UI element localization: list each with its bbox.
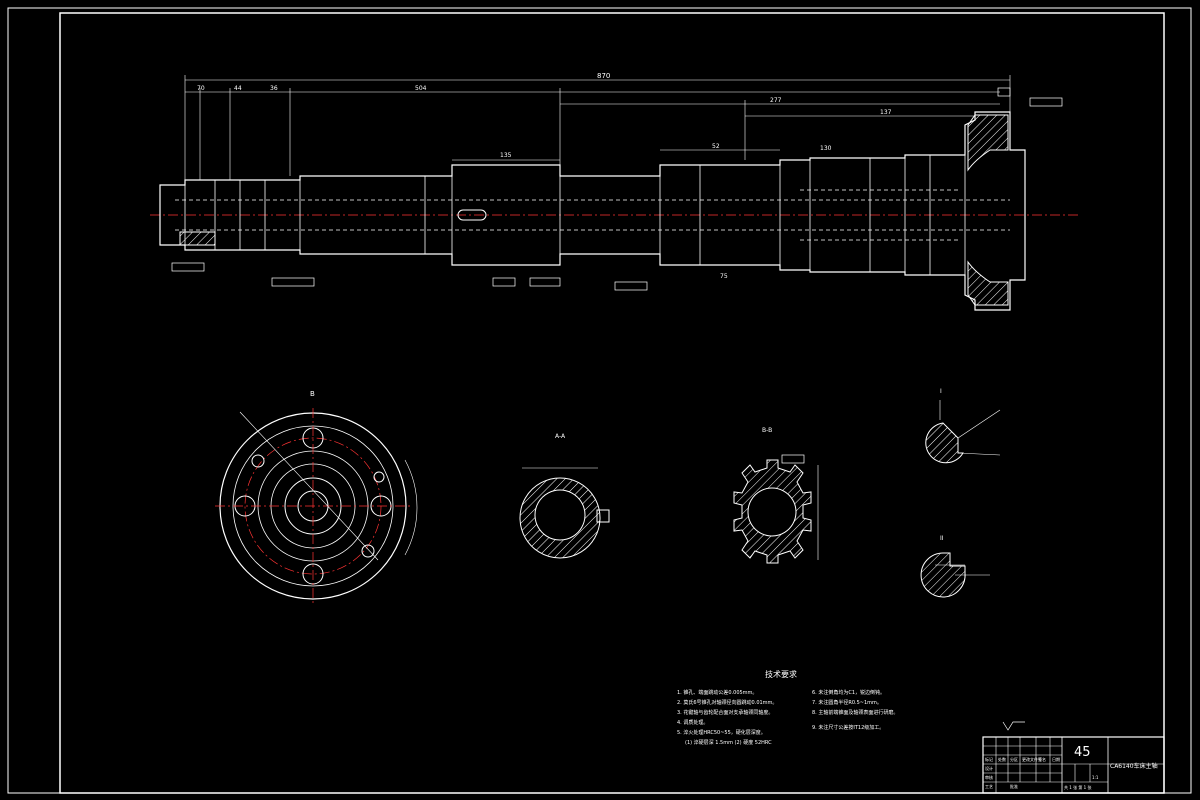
- tech-left-0: 1. 锥孔、端面跳动公差0.005mm。: [677, 689, 757, 696]
- dim-mid-2: 130: [820, 145, 832, 152]
- tech-left-2: 3. 花键轴与齿轮配合面对支承轴颈同轴度。: [677, 709, 773, 716]
- drawing-title: CA6140车床主轴: [1110, 762, 1158, 770]
- flange-section-bottom: [967, 260, 1009, 306]
- material-label: 45: [1074, 745, 1091, 760]
- dim-seg-4: 277: [770, 97, 782, 104]
- tech-left-3: 4. 调质处理。: [677, 719, 708, 726]
- flange-view: B: [215, 390, 418, 604]
- tech-left-4: 5. 淬火处理HRC50~55，硬化层深度。: [677, 729, 766, 736]
- tb-label-2: 分区: [1010, 756, 1018, 762]
- tb-row-3: 批准: [1010, 783, 1018, 789]
- tb-row-2: 工艺: [985, 784, 993, 789]
- tech-right-3: 9. 未注尺寸公差按IT12级加工。: [812, 724, 884, 731]
- tech-requirements: 技术要求 1. 锥孔、端面跳动公差0.005mm。 2. 莫氏6号锥孔对轴颈径向…: [677, 669, 898, 746]
- dim-overall-length: 870: [597, 72, 610, 80]
- tb-label-5: 日期: [1052, 756, 1060, 762]
- dim-seg-5: 137: [880, 109, 892, 116]
- surface-finish-symbol: [1002, 721, 1025, 731]
- tech-left-5: (1) 淬硬层深 1.5mm (2) 硬度 52HRC: [685, 739, 772, 746]
- tb-label-1: 处数: [998, 756, 1006, 762]
- section-a-a: A-A: [519, 433, 610, 559]
- tb-label-0: 标记: [985, 756, 993, 762]
- dim-seg-0: 70: [197, 85, 205, 92]
- tb-row-1: 审核: [985, 774, 993, 780]
- tech-right-0: 6. 未注倒角均为C1，锐边倒钝。: [812, 689, 885, 696]
- section-b-b: B-B: [733, 427, 819, 564]
- dim-mid-3: 75: [720, 273, 728, 280]
- tb-sheet: 共 1 张 第 1 张: [1064, 784, 1091, 790]
- tech-heading: 技术要求: [765, 669, 797, 679]
- keyway-slot: [457, 209, 487, 221]
- tb-scale: 1:1: [1092, 775, 1099, 780]
- tech-right-2: 8. 主轴前端锥面及轴颈表面进行研磨。: [812, 709, 898, 716]
- section-1-label: A-A: [555, 433, 566, 440]
- tb-row-0: 设计: [985, 765, 993, 771]
- section-2-label: B-B: [762, 427, 772, 434]
- detail-ii: II: [920, 535, 990, 598]
- shaft-steps: [184, 125, 966, 295]
- tb-label-3: 更改文件号: [1022, 756, 1042, 762]
- dim-mid-0: 135: [500, 152, 512, 159]
- dim-seg-1: 44: [234, 85, 242, 92]
- end-section-hatch: [179, 231, 216, 246]
- tech-left-1: 2. 莫氏6号锥孔对轴颈径向圆跳动0.01mm。: [677, 699, 777, 706]
- tech-right-1: 7. 未注圆角半径R0.5~1mm。: [812, 699, 882, 706]
- dim-mid-1: 52: [712, 143, 720, 150]
- tb-label-4: 签名: [1038, 756, 1046, 762]
- detail-1-label: I: [940, 388, 942, 395]
- detail-2-label: II: [940, 535, 944, 542]
- tolerance-frames: [171, 87, 1063, 291]
- dim-seg-2: 36: [270, 85, 278, 92]
- detail-i: I: [925, 388, 1001, 464]
- shaft-view: 870 70 44 36 504 277 137 135 52 130 75: [150, 72, 1080, 311]
- flange-section-top: [967, 114, 1009, 172]
- flange-view-label: B: [310, 390, 315, 398]
- title-block: 45 CA6140车床主轴 标记 处数 分区 更改文件号 签名 日期 设计 审核…: [982, 736, 1165, 794]
- dim-seg-3: 504: [415, 85, 427, 92]
- outer-frame: [7, 7, 1192, 794]
- inner-frame: [59, 12, 1165, 794]
- dimension-lines: [184, 75, 1011, 180]
